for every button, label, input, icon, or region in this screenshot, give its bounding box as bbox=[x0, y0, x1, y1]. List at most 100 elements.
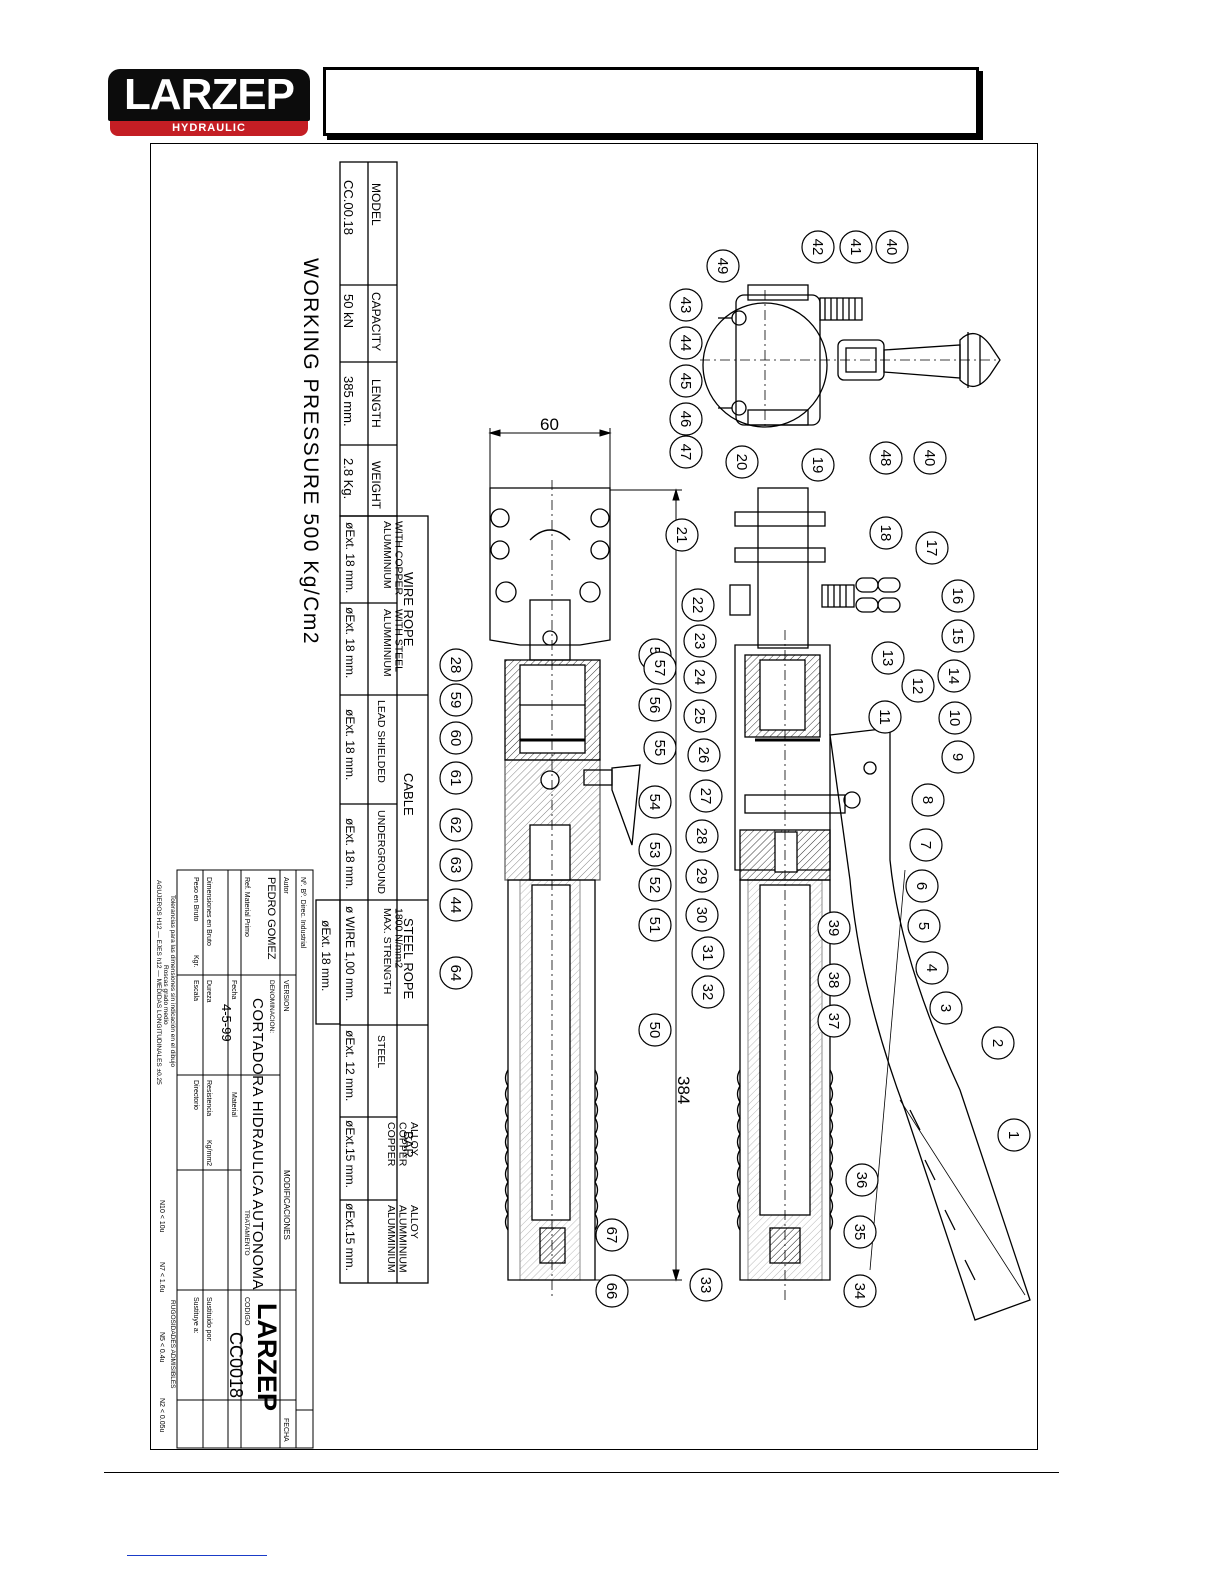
callout-61: 61 bbox=[439, 761, 473, 795]
callout-number: 56 bbox=[646, 697, 663, 714]
callout-51: 51 bbox=[638, 908, 672, 942]
callout-number: 9 bbox=[949, 753, 966, 761]
callout-44: 44 bbox=[439, 888, 473, 922]
callout-number: 29 bbox=[693, 868, 710, 885]
callout-number: 15 bbox=[949, 628, 966, 645]
tb-tolerance-3: AGUJEROS H12 — EJES h12 — MEDIDAS LONGIT… bbox=[155, 880, 162, 1085]
callout-19: 19 bbox=[801, 448, 835, 482]
callout-number: 35 bbox=[851, 1224, 868, 1241]
dimension-384-label: 384 bbox=[674, 1076, 693, 1104]
steel-rope-header: STEEL ROPE bbox=[401, 918, 416, 999]
callout-27: 27 bbox=[689, 779, 723, 813]
callout-number: 17 bbox=[923, 540, 940, 557]
callout-number: 27 bbox=[697, 788, 714, 805]
callout-number: 13 bbox=[879, 650, 896, 667]
larzep-logo: LARZEP HYDRAULIC bbox=[108, 69, 310, 137]
tb-denominacion-label: DENOMINACION: bbox=[268, 980, 275, 1033]
working-pressure-text: WORKING PRESSURE 500 Kg/Cm2 bbox=[299, 258, 322, 645]
callout-5: 5 bbox=[907, 909, 941, 943]
size-5: ø WIRE 1,00 mm. bbox=[343, 906, 357, 1001]
type-2: ALUMMINIUMWITH STEEL bbox=[381, 609, 405, 677]
callout-number: 59 bbox=[447, 692, 464, 709]
callout-number: 49 bbox=[714, 258, 731, 275]
value-capacity: 50 kN bbox=[341, 294, 356, 328]
tb-codigo: CC0018 bbox=[226, 1332, 246, 1398]
callout-42: 42 bbox=[801, 230, 835, 264]
callout-number: 3 bbox=[937, 1004, 954, 1012]
tb-rug-1: N10 < 10u bbox=[158, 1200, 165, 1233]
callout-63: 63 bbox=[439, 848, 473, 882]
callout-10: 10 bbox=[938, 701, 972, 735]
callout-15: 15 bbox=[941, 619, 975, 653]
tb-sustituido: Sustituido por: bbox=[205, 1297, 212, 1342]
callout-number: 23 bbox=[691, 633, 708, 650]
callout-39: 39 bbox=[817, 911, 851, 945]
tb-rug-4: N2 < 0.05u bbox=[158, 1398, 165, 1433]
callout-number: 40 bbox=[883, 239, 900, 256]
tb-escala: Escala bbox=[192, 980, 199, 1001]
callout-28: 28 bbox=[685, 819, 719, 853]
tb-tratamiento: TRATAMIENTO bbox=[243, 1210, 250, 1256]
callout-number: 7 bbox=[917, 841, 934, 849]
dimension-60 bbox=[488, 428, 612, 488]
cable-header: CABLE bbox=[401, 773, 416, 816]
callout-36: 36 bbox=[845, 1163, 879, 1197]
type-4: UNDERGROUND bbox=[375, 810, 387, 894]
callout-number: 57 bbox=[651, 660, 668, 677]
callout-33: 33 bbox=[689, 1268, 723, 1302]
callout-67: 67 bbox=[595, 1218, 629, 1252]
callout-32: 32 bbox=[691, 975, 725, 1009]
specs-headers: MODEL CAPACITY LENGTH WEIGHT CC.00.18 50… bbox=[341, 180, 383, 510]
callout-38: 38 bbox=[817, 963, 851, 997]
type-1: ALUMMINIUMWITH COPPER bbox=[381, 521, 405, 596]
callout-number: 48 bbox=[877, 450, 894, 467]
callout-number: 67 bbox=[603, 1227, 620, 1244]
callout-number: 63 bbox=[447, 857, 464, 874]
callout-11: 11 bbox=[868, 700, 902, 734]
logo-wordmark: LARZEP bbox=[108, 69, 310, 121]
type-3: LEAD SHIELDED bbox=[375, 700, 387, 783]
callout-number: 41 bbox=[847, 239, 864, 256]
callout-20: 20 bbox=[725, 445, 759, 479]
callout-number: 50 bbox=[646, 1022, 663, 1039]
callout-47: 47 bbox=[669, 435, 703, 469]
footer-rule bbox=[104, 1472, 1059, 1473]
callout-number: 39 bbox=[825, 920, 842, 937]
callout-number: 4 bbox=[923, 964, 940, 972]
size-7: øExt.15 mm. bbox=[343, 1120, 357, 1188]
header-length: LENGTH bbox=[369, 379, 383, 428]
callout-45: 45 bbox=[669, 364, 703, 398]
callout-18: 18 bbox=[869, 516, 903, 550]
type-6: STEEL bbox=[375, 1035, 387, 1068]
tb-resistencia: Resistencia bbox=[205, 1080, 212, 1116]
callout-number: 31 bbox=[699, 945, 716, 962]
callout-40: 40 bbox=[913, 441, 947, 475]
size-4: øExt. 18 mm. bbox=[343, 818, 357, 889]
size-2: øExt. 18 mm. bbox=[343, 607, 357, 678]
callout-44: 44 bbox=[669, 326, 703, 360]
callout-number: 34 bbox=[851, 1283, 868, 1300]
callout-24: 24 bbox=[683, 660, 717, 694]
tb-kgmm2: Kg/mm2 bbox=[205, 1140, 212, 1166]
callout-16: 16 bbox=[941, 579, 975, 613]
callout-35: 35 bbox=[843, 1215, 877, 1249]
callout-number: 38 bbox=[825, 972, 842, 989]
callout-number: 26 bbox=[695, 747, 712, 764]
callout-number: 53 bbox=[646, 842, 663, 859]
callout-25: 25 bbox=[683, 699, 717, 733]
callout-number: 42 bbox=[809, 239, 826, 256]
tb-directorio: Directorio bbox=[192, 1080, 199, 1110]
callout-9: 9 bbox=[941, 740, 975, 774]
footer-link-underline[interactable] bbox=[127, 1555, 267, 1556]
callout-66: 66 bbox=[595, 1274, 629, 1308]
size-3: øExt. 18 mm. bbox=[343, 709, 357, 780]
drawing-frame bbox=[150, 143, 1038, 1450]
dimension-60-label: 60 bbox=[540, 415, 559, 434]
callout-56: 56 bbox=[638, 688, 672, 722]
header-capacity: CAPACITY bbox=[369, 292, 383, 351]
callout-number: 25 bbox=[691, 708, 708, 725]
tb-version: VERSION bbox=[282, 980, 289, 1012]
callout-number: 60 bbox=[447, 730, 464, 747]
